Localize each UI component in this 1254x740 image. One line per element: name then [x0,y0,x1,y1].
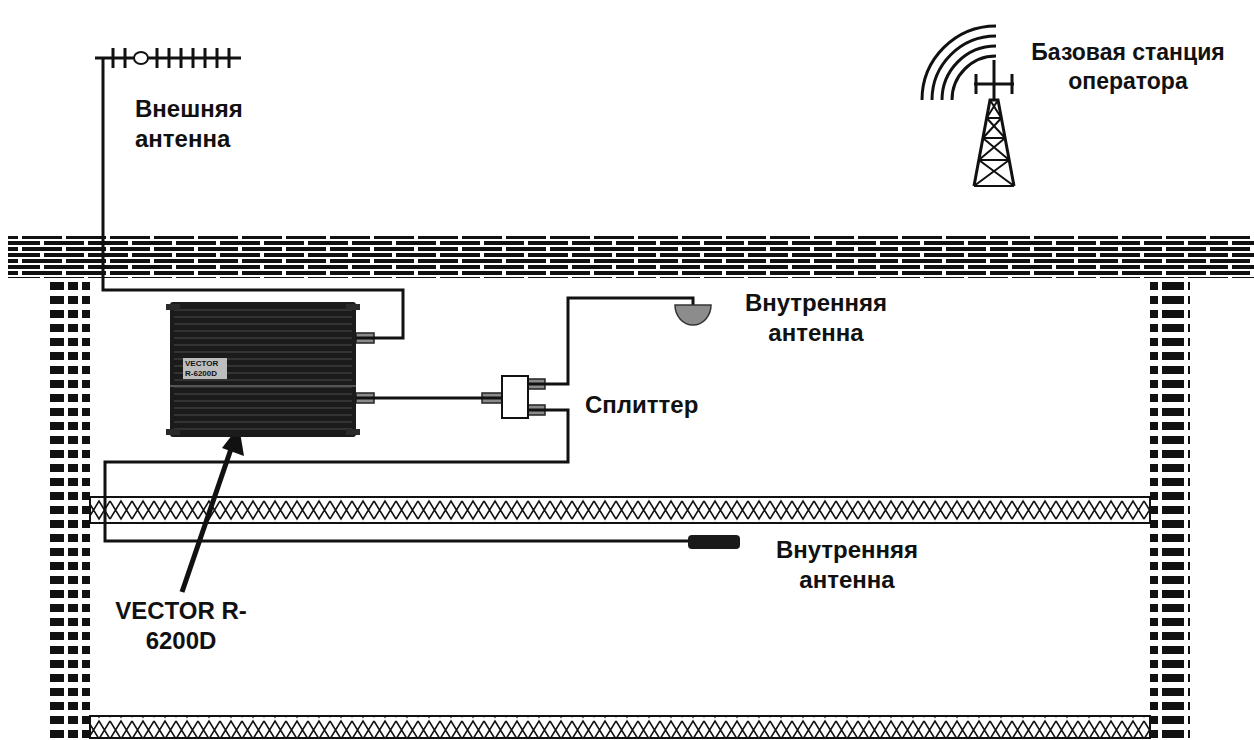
shape-outline [95,44,241,72]
right-wall [1150,278,1190,740]
cooling-fin [174,309,352,311]
radio-waves [922,26,996,100]
mounting-flange [166,304,180,310]
coax-cable [528,298,693,384]
mounting-flange [166,429,180,435]
mounting-flange [346,429,360,435]
panel-antenna [688,535,740,549]
antenna-element [228,48,231,68]
left-wall [50,278,90,740]
shape-outline [966,60,1022,186]
cooling-fin [174,323,352,325]
case-seam [170,385,356,387]
cooling-fin [174,400,352,402]
callout-arrow [182,426,244,592]
roof [8,236,1254,278]
base-station: Базовая станция оператора [966,60,1022,186]
cooling-fin [174,351,352,353]
antenna-element [124,48,127,68]
shape-outline [675,305,711,325]
cooling-fin [174,407,352,409]
shape-outline [688,535,740,549]
cooling-fin [174,344,352,346]
coax-cable [356,397,502,400]
mounting-flange [346,304,360,310]
dome-antenna [675,305,711,325]
cooling-fin [174,428,352,430]
coax-cable [105,410,688,541]
callout-label: VECTOR R-6200D [105,596,257,656]
antenna-element [168,48,171,68]
antenna-element [112,48,115,68]
antenna-element [156,48,159,68]
floor-slab [90,716,1150,738]
indoor-antenna: Внутренняя антенна [675,305,711,325]
model-plate: VECTOR R-6200D [183,358,227,379]
shape-outline [502,376,528,418]
antenna-element [204,48,207,68]
tower-lattice [974,60,1014,186]
part-label: Внешняя антенна [135,94,275,154]
cooling-fin [174,414,352,416]
antenna-element [216,48,219,68]
part-label: Внутренняя антенна [727,288,905,348]
antenna-element [180,48,183,68]
antenna-mast [102,58,105,72]
external-antenna: Внешняя антенна [95,44,241,72]
part-label: Сплиттер [585,390,735,420]
cooling-fin [174,330,352,332]
part-label: Базовая станция оператора [1008,38,1248,96]
cooling-fin [174,421,352,423]
splitter-body [502,376,528,418]
part-label: Внутренняя антенна [758,535,936,595]
cooling-fin [174,393,352,395]
coax-cable [103,72,403,338]
splitter: Сплиттер [502,376,528,418]
repeater-body [170,302,356,437]
indoor-antenna: Внутренняя антенна [688,535,740,549]
floor-slab [90,497,1150,523]
cooling-fin [174,337,352,339]
antenna-dipole [134,52,148,64]
cooling-fin [174,379,352,381]
cooling-fin [174,316,352,318]
repeater: VECTOR R-6200D [170,302,356,437]
antenna-element [192,48,195,68]
